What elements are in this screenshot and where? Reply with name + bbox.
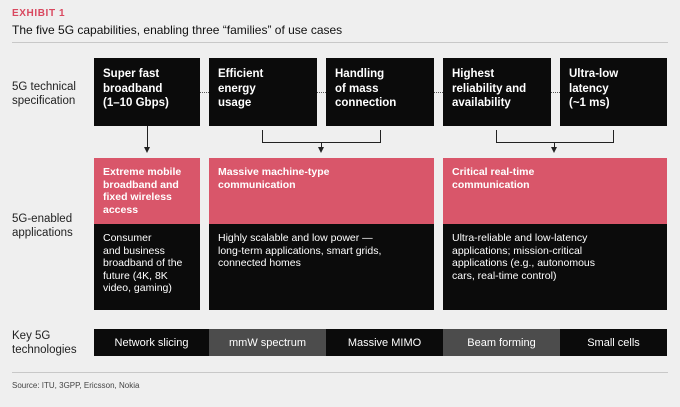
connector-dotted-3 [434, 92, 443, 93]
top-divider [12, 42, 668, 43]
exhibit-label: EXHIBIT 1 [12, 8, 66, 19]
exhibit-title: The five 5G capabilities, enabling three… [12, 23, 343, 37]
bottom-divider [12, 372, 668, 373]
connector-dotted-4 [551, 92, 560, 93]
family-desc-mmtc: Highly scalable and low power —long-term… [209, 224, 434, 310]
arrow-down-icon [551, 147, 557, 153]
tech-beam-forming: Beam forming [443, 329, 560, 356]
tech-small-cells: Small cells [560, 329, 667, 356]
arrow-down-icon [144, 147, 150, 153]
bracket-bar-3 [496, 142, 614, 143]
bracket-left-3 [496, 130, 497, 142]
arrow-line-1 [147, 126, 148, 148]
bracket-stem-3 [554, 142, 555, 148]
tech-mmw-spectrum: mmW spectrum [209, 329, 326, 356]
connector-dotted-1 [200, 92, 209, 93]
source-note: Source: ITU, 3GPP, Ericsson, Nokia [12, 381, 140, 390]
arrow-down-icon [318, 147, 324, 153]
tech-network-slicing: Network slicing [94, 329, 209, 356]
bracket-right-2 [380, 130, 381, 142]
bracket-right-3 [613, 130, 614, 142]
tech-massive-mimo: Massive MIMO [326, 329, 443, 356]
bracket-stem-2 [321, 142, 322, 148]
connector-dotted-2 [317, 92, 326, 93]
bracket-left-2 [262, 130, 263, 142]
